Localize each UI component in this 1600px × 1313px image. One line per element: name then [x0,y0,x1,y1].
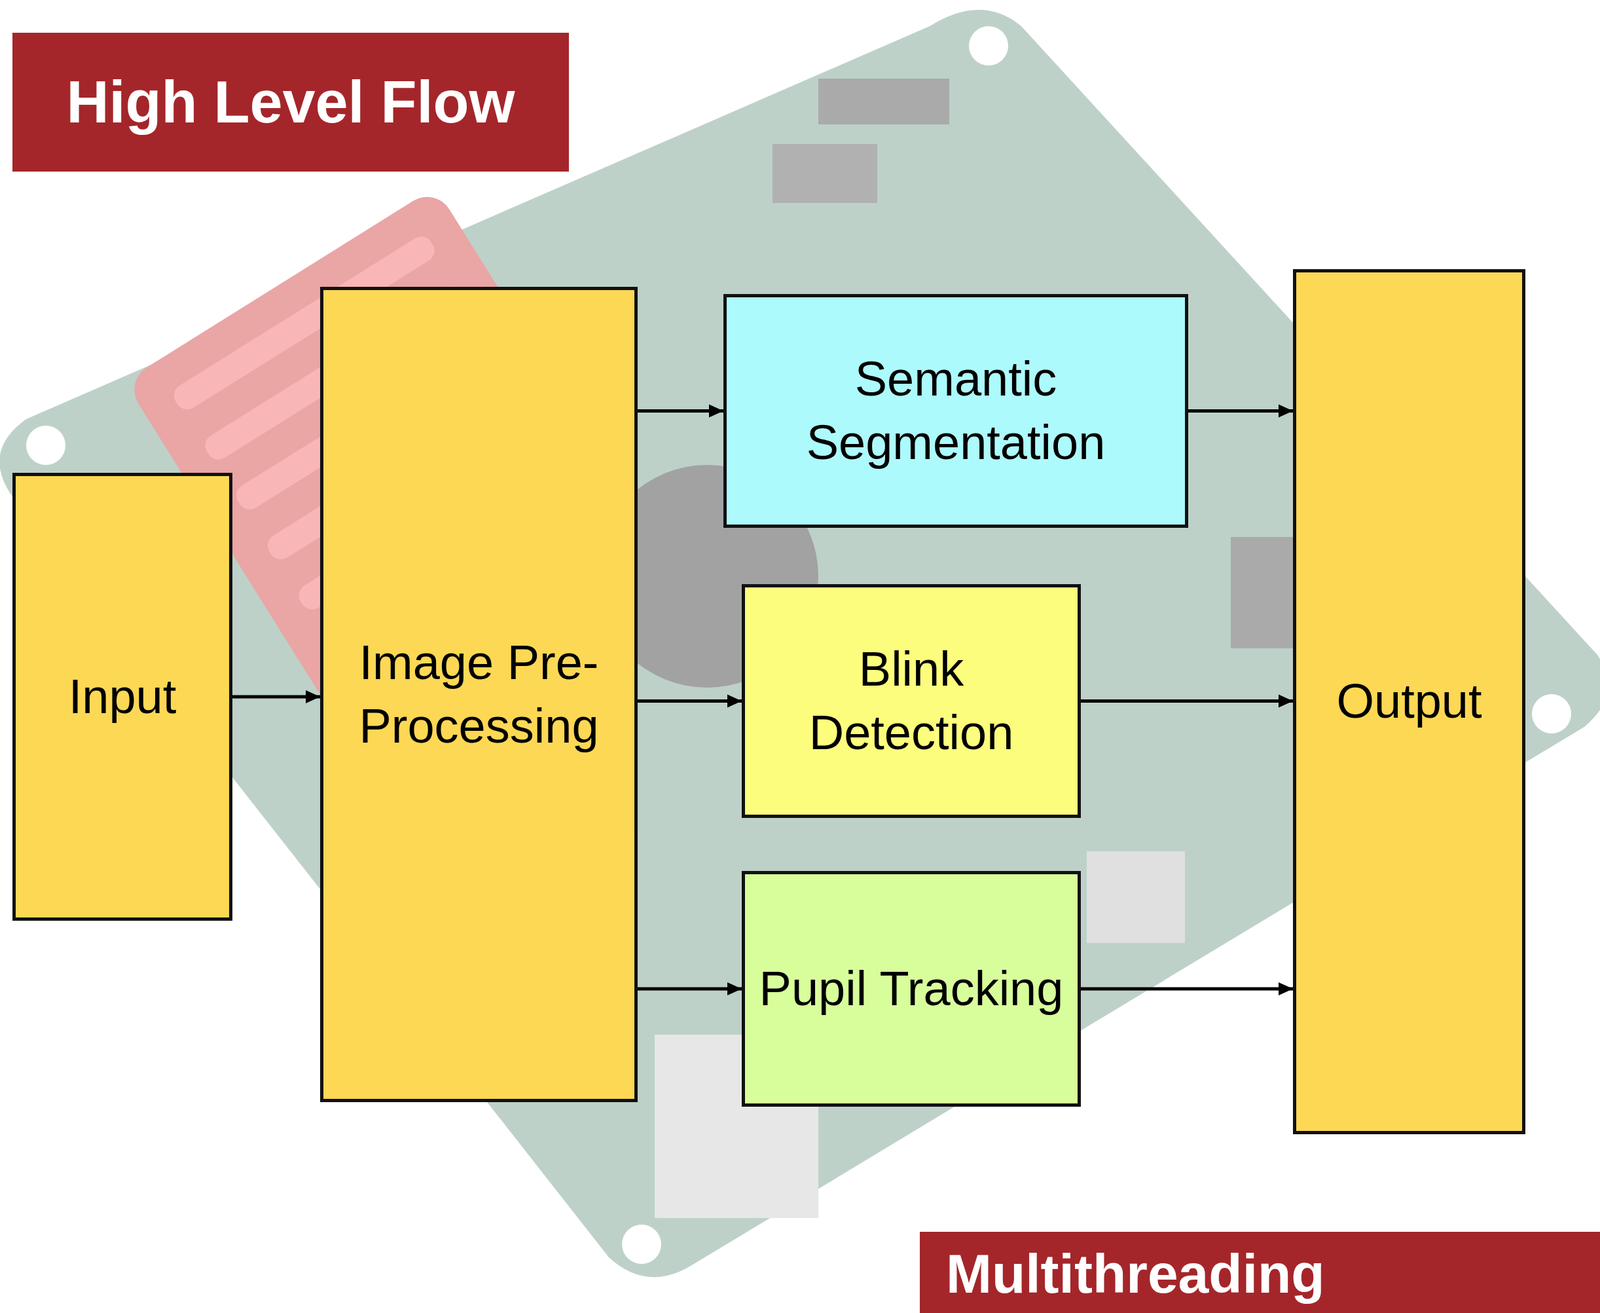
output-box: Output [1292,269,1526,1134]
flow-arrow [637,699,742,703]
process-box: Semantic Segmentation [723,293,1189,528]
flow-arrow [1080,987,1293,991]
flow-arrow [232,695,321,699]
flow-arrow [1080,699,1293,703]
flow-arrow [1188,409,1293,413]
box-label: Blink Detection [745,631,1078,770]
box-label: Pupil Tracking [747,950,1076,1027]
title-banner: High Level Flow [12,32,569,172]
box-label: Semantic Segmentation [726,341,1185,480]
flow-arrow [637,409,724,413]
circuit-board [0,9,1600,1277]
process-box: Image Pre-Processing [320,286,638,1102]
input-box: Input [12,472,233,921]
section-banner: Multithreading [919,1231,1600,1313]
process-box: Pupil Tracking [741,870,1081,1107]
process-box: Blink Detection [741,583,1081,818]
box-label: Image Pre-Processing [323,624,635,764]
box-label: Input [56,658,189,735]
flow-arrow [637,987,742,991]
box-label: Output [1324,663,1494,740]
